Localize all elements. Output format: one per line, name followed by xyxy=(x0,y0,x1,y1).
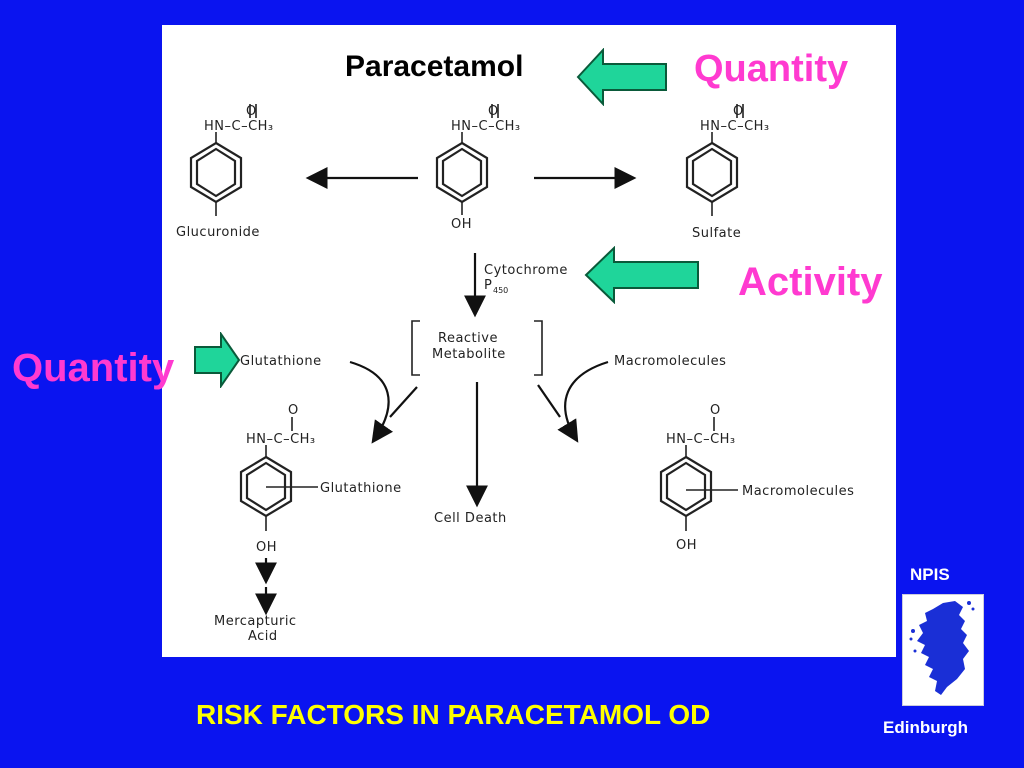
paracetamol-title: Paracetamol xyxy=(345,50,524,83)
mercapturic-line2: Acid xyxy=(248,629,278,644)
scotland-map-icon xyxy=(902,594,984,706)
quantity-annotation-left: Quantity xyxy=(12,346,175,390)
glucuronide-structure: O HN–C–CH₃ Glucuronide xyxy=(176,104,274,240)
amide-label-paracetamol: HN–C–CH₃ xyxy=(451,119,521,134)
slide-footer-title: RISK FACTORS IN PARACETAMOL OD xyxy=(196,699,711,730)
npis-label: NPIS xyxy=(910,565,950,584)
p450-label: P xyxy=(484,278,492,293)
macromolecules-conjugate-label: Macromolecules xyxy=(742,484,854,499)
green-arrow-quantity-left xyxy=(194,332,241,388)
amide-label-macro: HN–C–CH₃ xyxy=(666,432,736,447)
carbonyl-o-glutathione: O xyxy=(288,403,299,418)
amide-label-glutathione: HN–C–CH₃ xyxy=(246,432,316,447)
hydroxyl-paracetamol: OH xyxy=(451,217,472,232)
macromolecules-curved-arrow xyxy=(557,360,609,443)
reactive-metabolite: Reactive Metabolite xyxy=(411,320,543,376)
cell-death-label: Cell Death xyxy=(434,511,507,526)
paracetamol-structure: O HN–C–CH₃ OH xyxy=(435,104,521,232)
reactive-metabolite-line2: Metabolite xyxy=(432,347,506,362)
cytochrome-label: Cytochrome xyxy=(484,263,568,278)
glutathione-label: Glutathione xyxy=(240,354,322,369)
hydroxyl-macro: OH xyxy=(676,538,697,553)
sulfate-label: Sulfate xyxy=(692,226,741,241)
macromolecule-adduct-structure: O HN–C–CH₃ Macromolecules OH xyxy=(659,403,854,553)
carbonyl-o-sulfate: O xyxy=(733,104,744,119)
glutathione-conjugate-label: Glutathione xyxy=(320,481,402,496)
macromolecules-label: Macromolecules xyxy=(614,354,726,369)
glutathione-conjugate-structure: O HN–C–CH₃ Glutathione OH xyxy=(239,403,402,555)
quantity-annotation-top: Quantity xyxy=(694,48,849,90)
metabolite-to-macromolecules-line xyxy=(537,384,561,418)
sulfate-structure: O HN–C–CH₃ Sulfate xyxy=(685,104,770,241)
green-arrow-quantity-top xyxy=(576,48,667,106)
metabolite-to-glutathione-line xyxy=(389,386,418,418)
carbonyl-o-macro: O xyxy=(710,403,721,418)
amide-label-glucuronide: HN–C–CH₃ xyxy=(204,119,274,134)
glutathione-curved-arrow xyxy=(349,360,394,444)
amide-label-sulfate: HN–C–CH₃ xyxy=(700,119,770,134)
p450-subscript: 450 xyxy=(493,286,508,295)
carbonyl-o-glucuronide: O xyxy=(246,104,257,119)
reactive-metabolite-line1: Reactive xyxy=(438,331,498,346)
diagram-panel xyxy=(162,25,896,657)
activity-annotation: Activity xyxy=(738,260,883,304)
paracetamol-metabolism-diagram: O HN–C–CH₃ OH O HN–C–CH₃ Glucuronide O H… xyxy=(176,104,854,644)
glucuronide-label: Glucuronide xyxy=(176,225,260,240)
green-arrow-activity xyxy=(584,246,699,304)
carbonyl-o-paracetamol: O xyxy=(488,104,499,119)
hydroxyl-glutathione: OH xyxy=(256,540,277,555)
edinburgh-label: Edinburgh xyxy=(883,718,968,737)
mercapturic-line1: Mercapturic xyxy=(214,614,297,629)
